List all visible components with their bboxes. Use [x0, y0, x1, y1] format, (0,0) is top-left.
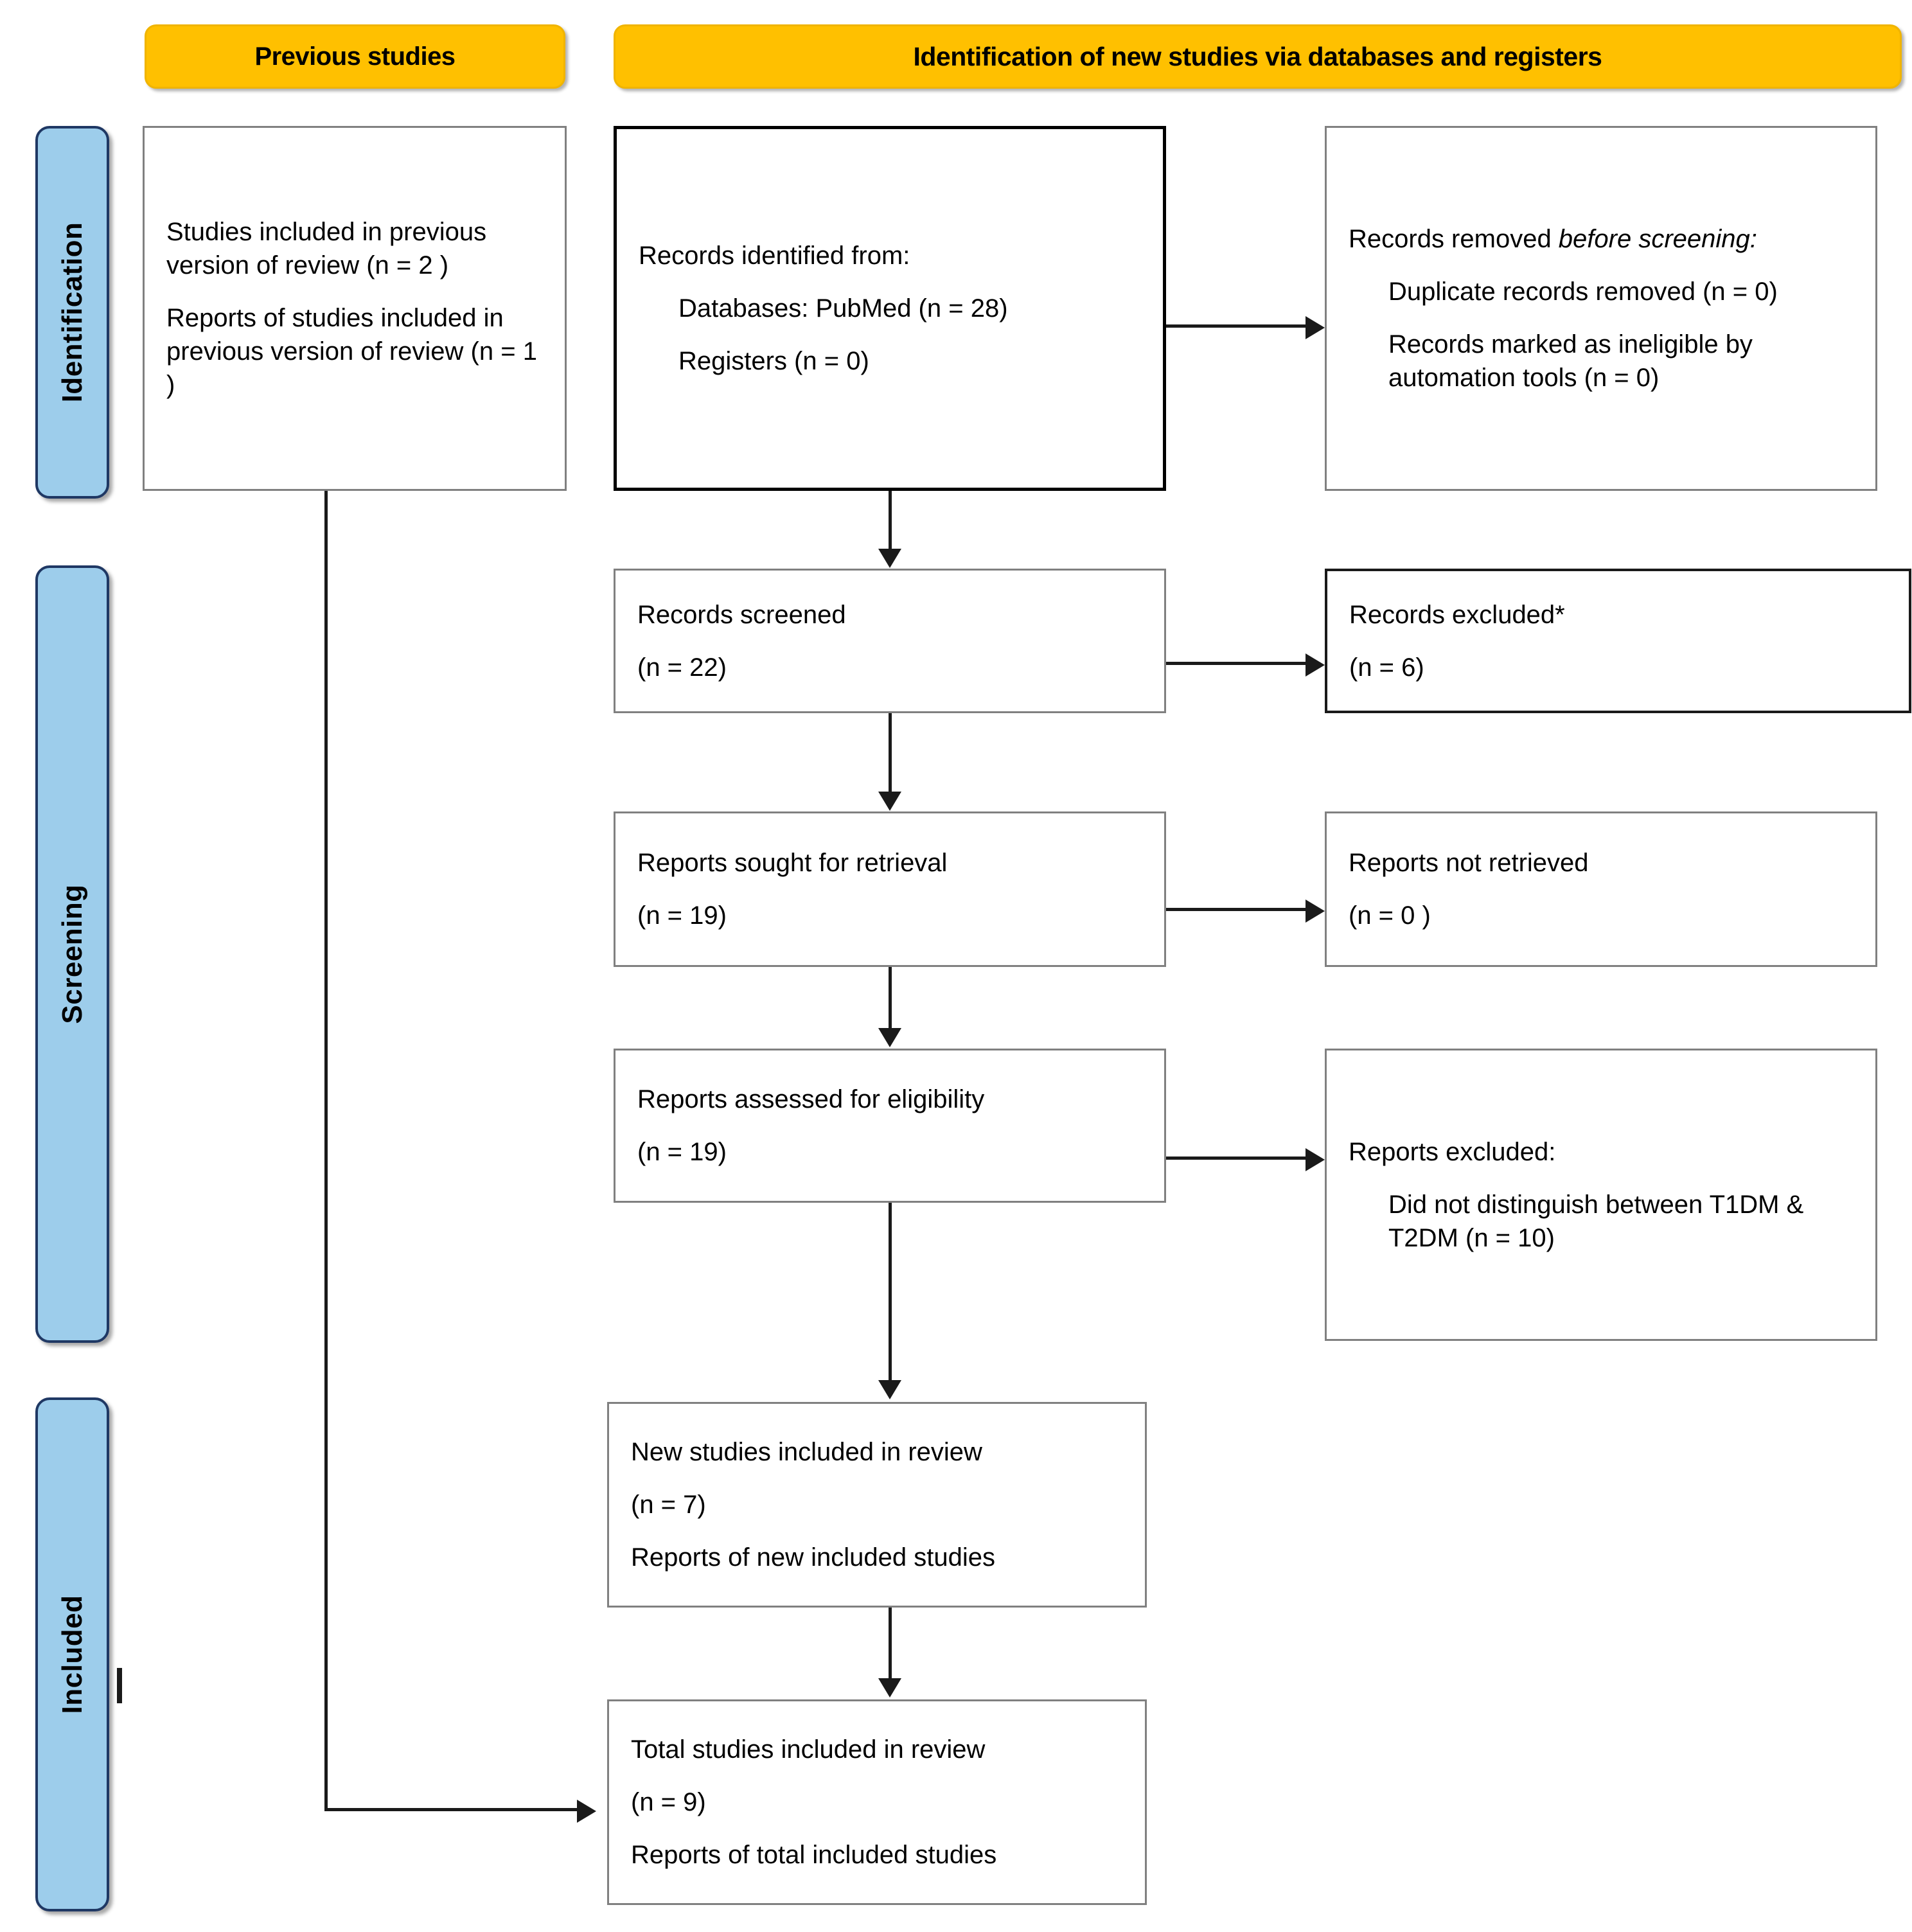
records-removed-line-2: Duplicate records removed (n = 0) — [1388, 278, 1778, 306]
total-studies-line-2: (n = 9) — [631, 1788, 706, 1816]
phase-bar-identification: Identification — [35, 126, 109, 499]
reports-sought-line-1: Reports sought for retrieval — [637, 849, 948, 877]
records-identified-line-3: Registers (n = 0) — [678, 347, 869, 375]
reports-excluded-line-1: Reports excluded: — [1349, 1137, 1556, 1166]
phase-bar-screening-label: Screening — [56, 884, 88, 1024]
connector-previous-to-total-vertical — [324, 491, 328, 1811]
connector-sought-to-assessed — [889, 967, 892, 1029]
banner-previous-studies-label: Previous studies — [254, 42, 456, 71]
records-identified-line-1: Records identified from: — [639, 242, 910, 270]
records-removed-line-1: Records removed before screening: — [1349, 222, 1854, 256]
reports-assessed-line-2: (n = 19) — [637, 1138, 727, 1166]
reports-assessed-line-1: Reports assessed for eligibility — [637, 1085, 985, 1113]
phase-bar-identification-label: Identification — [56, 222, 88, 403]
records-removed-line-1-a: Records removed — [1349, 225, 1559, 253]
connector-new-to-total-studies — [889, 1608, 892, 1679]
phase-bar-screening: Screening — [35, 565, 109, 1343]
phase-bar-included-label: Included — [56, 1595, 88, 1714]
arrowhead-sought-to-assessed — [878, 1028, 901, 1047]
reports-excluded-line-2: Did not distinguish between T1DM & T2DM … — [1388, 1190, 1804, 1252]
arrowhead-assessed-to-new-studies — [878, 1380, 901, 1399]
previous-included-line-1: Studies included in previous version of … — [166, 218, 487, 279]
connector-screened-to-sought — [889, 713, 892, 792]
arrowhead-new-to-total-studies — [878, 1678, 901, 1697]
box-records-removed-before-screening: Records removed before screening: Duplic… — [1325, 126, 1877, 491]
box-new-studies-included: New studies included in review (n = 7) R… — [607, 1402, 1147, 1608]
box-records-screened: Records screened (n = 22) — [614, 569, 1166, 713]
records-screened-line-2: (n = 22) — [637, 653, 727, 682]
banner-identification-label: Identification of new studies via databa… — [913, 41, 1602, 71]
arrowhead-previous-to-total — [577, 1800, 596, 1823]
connector-sought-to-not-retrieved — [1166, 908, 1306, 911]
connector-assessed-to-reports-excluded — [1166, 1157, 1306, 1160]
box-total-studies-included: Total studies included in review (n = 9)… — [607, 1699, 1147, 1905]
total-studies-line-1: Total studies included in review — [631, 1735, 986, 1764]
box-records-excluded: Records excluded* (n = 6) — [1325, 569, 1911, 713]
connector-assessed-to-new-studies — [889, 1203, 892, 1381]
box-reports-not-retrieved: Reports not retrieved (n = 0 ) — [1325, 811, 1877, 967]
arrowhead-identified-to-removed — [1306, 316, 1325, 339]
arrowhead-screened-to-sought — [878, 792, 901, 811]
phase-bar-included: Included — [35, 1397, 109, 1911]
banner-previous-studies: Previous studies — [145, 24, 565, 89]
new-studies-line-2: (n = 7) — [631, 1491, 706, 1519]
connector-identified-to-screened — [889, 491, 892, 550]
included-bar-tick-mark — [117, 1668, 122, 1703]
connector-screened-to-excluded — [1166, 662, 1306, 665]
records-excluded-line-2: (n = 6) — [1349, 653, 1424, 682]
box-records-identified-from: Records identified from: Databases: PubM… — [614, 126, 1166, 491]
new-studies-line-1: New studies included in review — [631, 1438, 982, 1466]
box-previous-version-included: Studies included in previous version of … — [143, 126, 567, 491]
box-reports-assessed-for-eligibility: Reports assessed for eligibility (n = 19… — [614, 1049, 1166, 1203]
records-identified-line-2: Databases: PubMed (n = 28) — [678, 294, 1008, 323]
connector-previous-to-total-horizontal — [324, 1808, 578, 1811]
total-studies-line-3: Reports of total included studies — [631, 1841, 997, 1869]
arrowhead-sought-to-not-retrieved — [1306, 900, 1325, 923]
records-removed-line-3: Records marked as ineligible by automati… — [1388, 330, 1753, 392]
previous-included-line-2: Reports of studies included in previous … — [166, 304, 537, 399]
records-removed-line-1-b: before screening — [1558, 225, 1750, 253]
records-screened-line-1: Records screened — [637, 600, 846, 629]
new-studies-line-3: Reports of new included studies — [631, 1543, 995, 1572]
box-reports-excluded: Reports excluded: Did not distinguish be… — [1325, 1049, 1877, 1341]
arrowhead-assessed-to-reports-excluded — [1306, 1148, 1325, 1171]
arrowhead-screened-to-excluded — [1306, 653, 1325, 677]
box-reports-sought-for-retrieval: Reports sought for retrieval (n = 19) — [614, 811, 1166, 967]
arrowhead-identified-to-screened — [878, 549, 901, 568]
banner-identification-new-studies: Identification of new studies via databa… — [614, 24, 1902, 89]
reports-not-retrieved-line-1: Reports not retrieved — [1349, 849, 1589, 877]
connector-identified-to-removed — [1166, 324, 1306, 328]
records-excluded-line-1: Records excluded* — [1349, 600, 1565, 629]
reports-not-retrieved-line-2: (n = 0 ) — [1349, 901, 1431, 930]
reports-sought-line-2: (n = 19) — [637, 901, 727, 930]
records-removed-line-1-c: : — [1749, 225, 1757, 253]
